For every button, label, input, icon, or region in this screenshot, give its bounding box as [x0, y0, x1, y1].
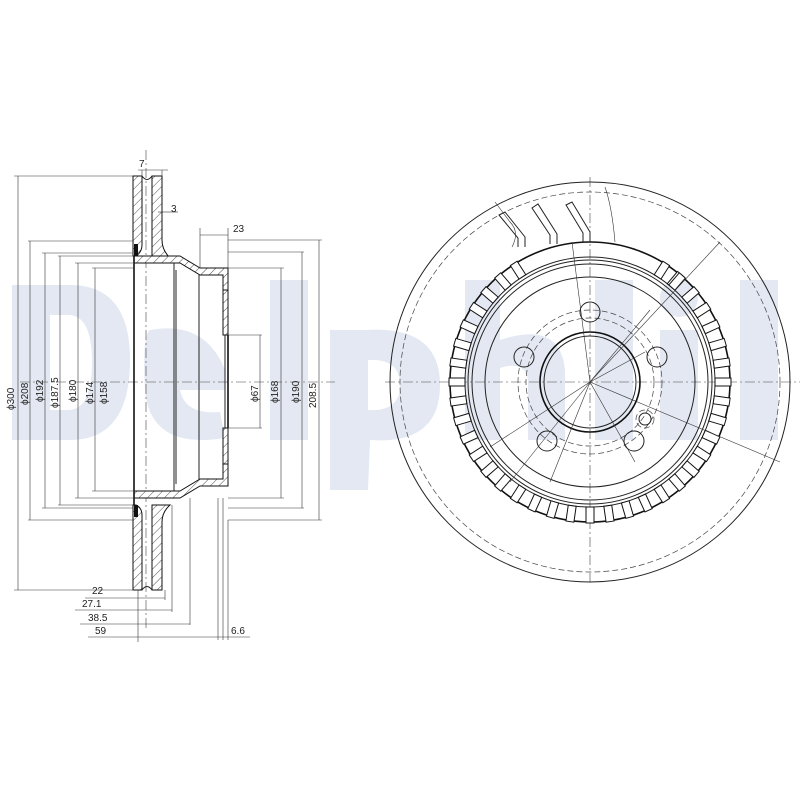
vent-teeth [448, 260, 732, 524]
dim-d300: ϕ300 [6, 387, 17, 410]
dim-d158: ϕ158 [99, 381, 110, 404]
dim-d208: ϕ208 [20, 382, 31, 405]
dim-d174: ϕ174 [85, 381, 96, 404]
cooling-vanes [494, 186, 616, 248]
dim-d67: ϕ67 [250, 385, 261, 402]
dim-22: 22 [92, 586, 104, 597]
delphi-watermark [12, 279, 778, 490]
dim-d168: ϕ168 [270, 380, 281, 403]
dim-3: 3 [171, 204, 177, 215]
dim-23: 23 [233, 224, 245, 235]
dim-27-1: 27.1 [82, 599, 102, 610]
dim-d192: ϕ192 [35, 379, 46, 402]
dim-6-6: 6.6 [231, 626, 245, 637]
dim-d187-5: ϕ187.5 [50, 377, 61, 408]
dim-208-5: 208.5 [308, 383, 319, 408]
dim-38-5: 38.5 [88, 613, 108, 624]
front-view [385, 177, 800, 583]
section-view: ϕ300 ϕ208 ϕ192 ϕ187.5 ϕ180 ϕ174 ϕ158 7 3… [6, 150, 335, 642]
bolt-holes [513, 301, 668, 452]
dim-59: 59 [95, 626, 107, 637]
dim-d190: ϕ190 [291, 380, 302, 403]
dim-7: 7 [139, 159, 145, 170]
dim-d180: ϕ180 [68, 379, 79, 402]
